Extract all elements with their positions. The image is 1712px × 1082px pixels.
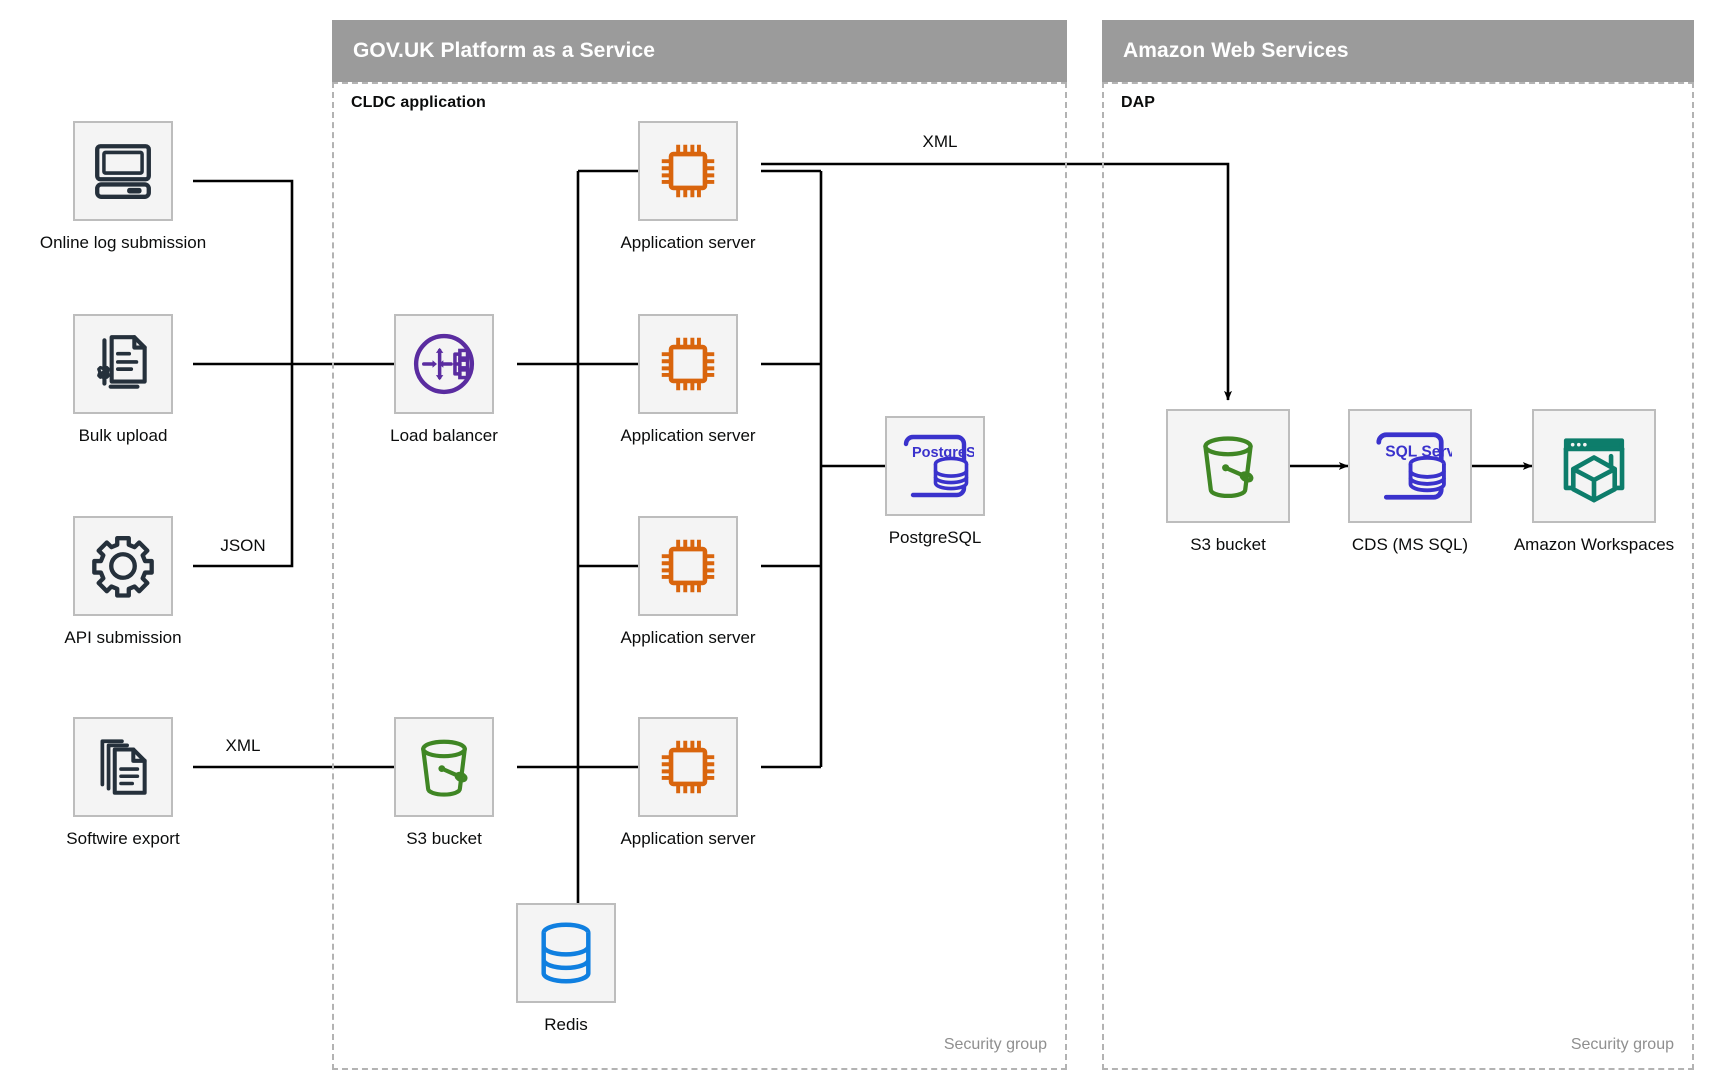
zone-title-aws: Amazon Web Services bbox=[1123, 39, 1349, 62]
document-gear-icon bbox=[97, 335, 147, 389]
zone-footer-aws-security-group: Security group bbox=[1570, 1036, 1674, 1053]
tile-postgresql: PostgreSQL bbox=[885, 416, 985, 516]
tile-s3-bucket-paas bbox=[394, 717, 494, 817]
zone-sublabel-cldc: CLDC application bbox=[351, 94, 486, 111]
sql-server-badge-text: SQL Server bbox=[1385, 443, 1452, 460]
edge-app1-xml-to-s3-aws bbox=[761, 162, 1232, 401]
node-softwire-export[interactable]: Softwire export bbox=[66, 717, 180, 848]
load-balancer-icon bbox=[413, 333, 475, 395]
tile-app-server-1 bbox=[638, 121, 738, 221]
caption-s3-bucket-aws: S3 bucket bbox=[1190, 535, 1266, 554]
tile-bulk-upload bbox=[73, 314, 173, 414]
workspaces-cube-icon bbox=[1563, 438, 1625, 503]
zone-box-paas bbox=[332, 82, 1067, 1070]
caption-amazon-workspaces: Amazon Workspaces bbox=[1513, 535, 1675, 554]
postgresql-badge-text: PostgreSQL bbox=[912, 445, 974, 461]
node-online-log-submission[interactable]: Online log submission bbox=[40, 121, 206, 252]
caption-api-submission: API submission bbox=[64, 628, 182, 647]
edge-label-xml-export: XML bbox=[225, 736, 261, 755]
tile-cds-ms-sql: SQL Server bbox=[1348, 409, 1472, 523]
tile-api-submission bbox=[73, 516, 173, 616]
cpu-chip-icon bbox=[661, 337, 715, 391]
node-cds-ms-sql[interactable]: SQL Server CDS (MS SQL) bbox=[1348, 409, 1472, 554]
edge-label-xml-app: XML bbox=[922, 132, 958, 151]
zone-title-paas: GOV.UK Platform as a Service bbox=[353, 39, 655, 62]
caption-postgresql: PostgreSQL bbox=[888, 528, 982, 547]
node-api-submission[interactable]: API submission bbox=[64, 516, 182, 647]
node-amazon-workspaces[interactable]: Amazon Workspaces bbox=[1514, 409, 1674, 554]
tile-online-log-submission bbox=[73, 121, 173, 221]
zone-box-aws bbox=[1102, 82, 1694, 1070]
zone-header-aws: Amazon Web Services bbox=[1102, 20, 1694, 82]
tile-s3-bucket-aws bbox=[1166, 409, 1290, 523]
caption-app-server-3: Application server bbox=[620, 628, 756, 647]
node-bulk-upload[interactable]: Bulk upload bbox=[73, 314, 173, 445]
tile-softwire-export bbox=[73, 717, 173, 817]
s3-bucket-icon bbox=[421, 739, 468, 797]
zone-sublabel-dap: DAP bbox=[1121, 94, 1156, 111]
node-s3-bucket-aws[interactable]: S3 bucket bbox=[1166, 409, 1290, 554]
postgresql-database-icon: PostgreSQL bbox=[903, 434, 974, 498]
zone-header-paas: GOV.UK Platform as a Service bbox=[332, 20, 1067, 82]
node-app-server-3[interactable]: Application server bbox=[620, 516, 756, 647]
sql-server-database-icon: SQL Server bbox=[1376, 432, 1452, 500]
zone-footer-paas-security-group: Security group bbox=[943, 1036, 1047, 1053]
tile-app-server-3 bbox=[638, 516, 738, 616]
node-app-server-2[interactable]: Application server bbox=[620, 314, 756, 445]
tile-app-server-2 bbox=[638, 314, 738, 414]
caption-s3-bucket-paas: S3 bucket bbox=[406, 829, 482, 848]
s3-bucket-icon bbox=[1203, 436, 1254, 499]
gear-icon bbox=[92, 535, 154, 598]
documents-stack-icon bbox=[100, 739, 147, 795]
caption-bulk-upload: Bulk upload bbox=[78, 426, 168, 445]
cpu-chip-icon bbox=[661, 740, 715, 794]
caption-redis: Redis bbox=[544, 1015, 588, 1034]
tile-load-balancer bbox=[394, 314, 494, 414]
tile-app-server-4 bbox=[638, 717, 738, 817]
node-app-server-4[interactable]: Application server bbox=[620, 717, 756, 848]
caption-online-log-submission: Online log submission bbox=[39, 233, 207, 252]
node-s3-bucket-paas[interactable]: S3 bucket bbox=[394, 717, 494, 848]
cpu-chip-icon bbox=[661, 539, 715, 593]
node-postgresql[interactable]: PostgreSQL PostgreSQL bbox=[885, 416, 985, 547]
caption-app-server-2: Application server bbox=[620, 426, 756, 445]
edge-online-log-to-bus bbox=[193, 179, 294, 364]
tile-redis bbox=[516, 903, 616, 1003]
redis-database-icon bbox=[541, 922, 591, 984]
caption-app-server-1: Application server bbox=[620, 233, 756, 252]
caption-cds-ms-sql: CDS (MS SQL) bbox=[1351, 535, 1469, 554]
node-redis[interactable]: Redis bbox=[516, 903, 616, 1034]
desktop-computer-icon bbox=[95, 144, 151, 199]
edge-label-json: JSON bbox=[220, 536, 266, 555]
edge-api-submission-to-bus bbox=[193, 364, 294, 568]
node-load-balancer[interactable]: Load balancer bbox=[390, 314, 498, 445]
tile-amazon-workspaces bbox=[1532, 409, 1656, 523]
cpu-chip-icon bbox=[661, 144, 715, 198]
node-app-server-1[interactable]: Application server bbox=[620, 121, 756, 252]
caption-load-balancer: Load balancer bbox=[390, 426, 498, 445]
caption-softwire-export: Softwire export bbox=[66, 829, 180, 848]
caption-app-server-4: Application server bbox=[620, 829, 756, 848]
